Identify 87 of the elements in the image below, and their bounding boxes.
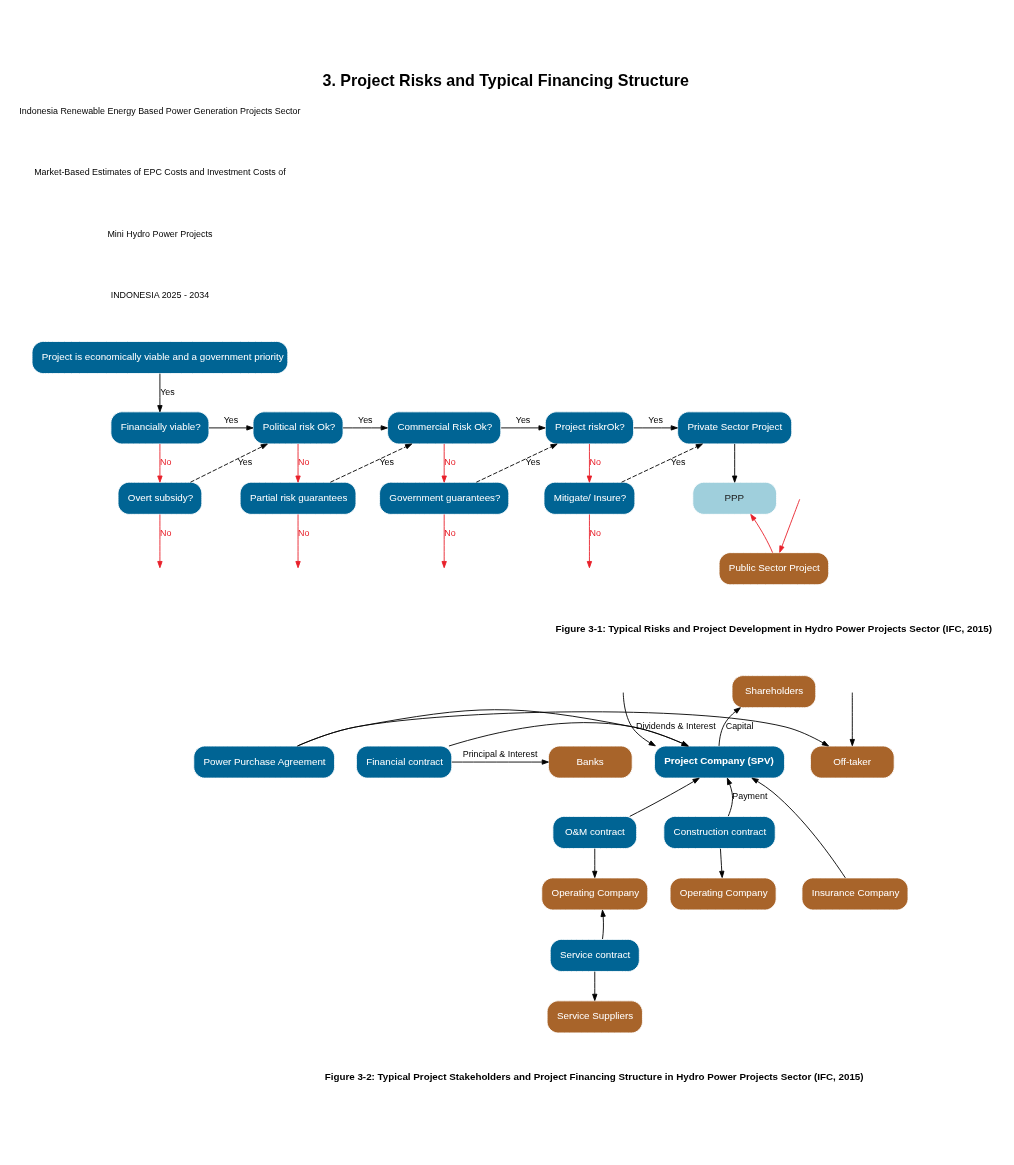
- node-box: Project is economically viable and a government priority: [31, 341, 289, 374]
- node-box: Project riskrOk?: [544, 411, 634, 445]
- arrow: [586, 443, 593, 483]
- edge-label: No: [589, 457, 601, 468]
- node-box: Insurance Company: [801, 877, 909, 911]
- arrow: [441, 513, 447, 569]
- arrow: [295, 443, 301, 483]
- label: Market-Based Estimates of EPC Costs and Investment Costs of: [34, 167, 286, 178]
- node-box: PPP: [692, 481, 777, 515]
- edge-label: Yes: [670, 457, 686, 468]
- edge-label: No: [298, 527, 310, 538]
- node-box: Service Suppliers: [546, 1000, 643, 1034]
- edge-label: Dividends & Interest: [636, 721, 716, 732]
- arrow: [592, 971, 598, 1001]
- arrow: [633, 425, 678, 431]
- arrow: [500, 425, 546, 431]
- edge-label: Yes: [648, 414, 663, 425]
- node-box: Construction contract: [663, 815, 776, 849]
- arrow: [750, 513, 773, 554]
- edge-label: Yes: [358, 414, 373, 425]
- arrow: [629, 777, 700, 817]
- node-box: Public Sector Project: [718, 552, 830, 586]
- arrow: [157, 513, 163, 569]
- node-box: Overt subsidy?: [117, 481, 203, 515]
- diagram-title: 3. Project Risks and Typical Financing Structure: [322, 71, 689, 90]
- arrow: [157, 443, 163, 483]
- edge-label: Yes: [379, 457, 394, 468]
- arrow: [448, 722, 689, 747]
- node-box: Operating Company: [669, 877, 777, 911]
- edge-label: Yes: [223, 414, 239, 425]
- edge-label: Yes: [515, 414, 531, 425]
- arrow: [208, 425, 254, 431]
- node-box: Political risk Ok?: [252, 411, 344, 445]
- label: Indonesia Renewable Energy Based Power Generation Projects Sector: [19, 105, 301, 116]
- label: Mini Hydro Power Projects: [107, 228, 213, 239]
- arrow: [441, 443, 447, 483]
- node-box: Shareholders: [731, 675, 817, 709]
- edge-label: No: [160, 457, 172, 468]
- arrow: [621, 443, 703, 483]
- edge-label: No: [298, 457, 310, 468]
- edge-label: No: [444, 457, 456, 468]
- arrow: [297, 711, 829, 747]
- edge-label: Yes: [525, 457, 541, 468]
- node-box: Power Purchase Agreement: [193, 745, 335, 779]
- node-box: Commercial Risk Ok?: [387, 411, 502, 445]
- node-box: Partial risk guarantees: [239, 481, 357, 515]
- arrow: [295, 513, 301, 569]
- edge-label: Capital: [725, 721, 754, 732]
- arrow: [622, 692, 656, 747]
- arrow: [190, 443, 268, 483]
- edge-label: No: [160, 527, 172, 538]
- arrow: [451, 759, 549, 765]
- edge-label: No: [589, 527, 601, 538]
- edge-label: Yes: [160, 386, 175, 397]
- arrow: [849, 692, 855, 747]
- arrow: [779, 498, 801, 553]
- node-box: Banks: [548, 745, 633, 779]
- arrow: [342, 425, 388, 431]
- node-box: Operating Company: [541, 877, 649, 911]
- node-box: Project Company (SPV): [654, 745, 786, 779]
- edge-label: Principal & Interest: [462, 748, 538, 759]
- node-box: Mitigate/ Insure?: [543, 481, 636, 515]
- arrow: [732, 443, 738, 483]
- node-box: Service contract: [549, 938, 640, 972]
- arrow: [718, 707, 741, 747]
- node-box: Financially viable?: [110, 411, 210, 445]
- edge-label: No: [444, 527, 456, 538]
- label: Figure 3-1: Typical Risks and Project Development in Hydro Power Projects Sector (IFC, 2015): [555, 622, 993, 634]
- arrow: [475, 443, 558, 483]
- arrow: [751, 777, 846, 879]
- arrow: [726, 777, 733, 817]
- arrow: [586, 513, 593, 569]
- arrow: [157, 373, 163, 413]
- node-box: Government guarantees?: [379, 481, 510, 515]
- arrow: [600, 909, 606, 940]
- label: INDONESIA 2025 - 2034: [110, 290, 210, 301]
- arrow: [297, 709, 689, 747]
- node-box: Off-taker: [809, 745, 895, 779]
- node-box: Financial contract: [355, 745, 453, 779]
- edge-label: Yes: [237, 457, 253, 468]
- arrow: [329, 443, 413, 483]
- arrow: [719, 848, 725, 878]
- arrow: [592, 848, 598, 878]
- edge-label: Payment: [732, 791, 768, 802]
- label: Figure 3-2: Typical Project Stakeholders and Project Financing Structure in Hydro Power Projects Sector (IFC, 2015): [324, 1071, 864, 1082]
- node-box: Private Sector Project: [677, 411, 793, 445]
- node-box: O&M contract: [552, 815, 638, 849]
